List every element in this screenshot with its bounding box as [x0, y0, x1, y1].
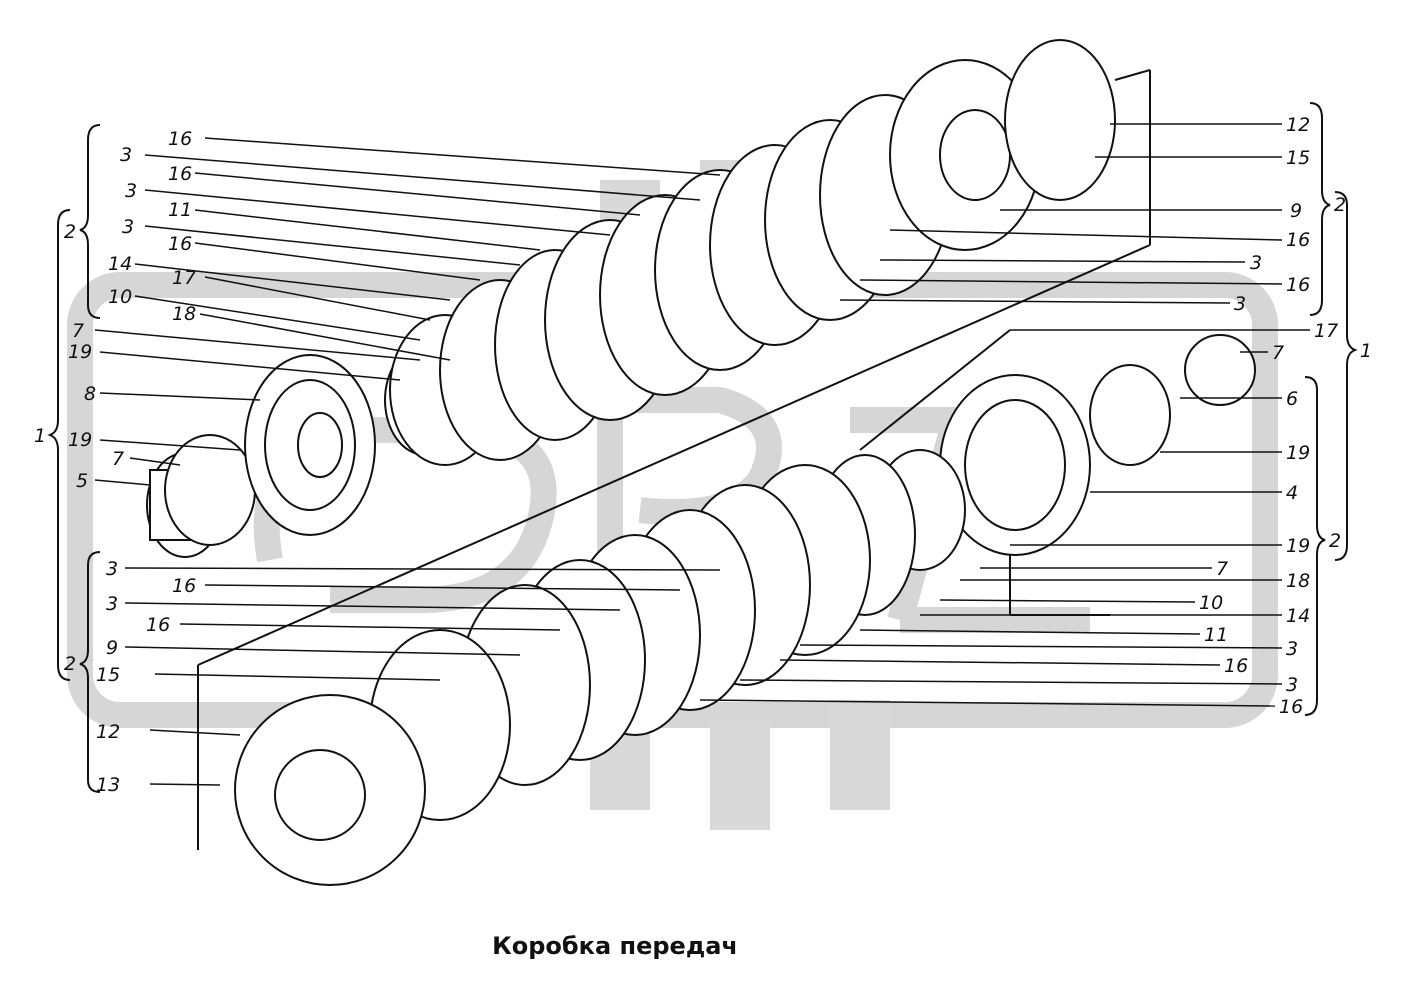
callout-label: 16: [146, 614, 170, 636]
callout-label: 5: [76, 470, 88, 492]
callout-label: 19: [68, 341, 92, 363]
callout-label: 7: [1216, 558, 1228, 580]
callout-label: 16: [1279, 696, 1303, 718]
callout-label: 14: [1286, 605, 1310, 627]
callout-label: 19: [68, 429, 92, 451]
callout-label: 3: [1286, 638, 1298, 660]
lower-shaft-assembly: [234, 334, 1256, 886]
group-label: 2: [1334, 194, 1346, 216]
callout-label: 10: [108, 286, 132, 308]
callout-label: 3: [106, 593, 118, 615]
group-label: 1: [34, 425, 46, 447]
group-label: 2: [1329, 530, 1341, 552]
callout-label: 16: [1286, 229, 1310, 251]
callout-label: 13: [96, 774, 120, 796]
callout-label: 19: [1286, 442, 1310, 464]
group-label: 1: [1360, 340, 1372, 362]
callout-label: 9: [106, 637, 118, 659]
callout-label: 12: [96, 721, 120, 743]
callout-label: 7: [1272, 342, 1284, 364]
callout-label: 15: [96, 664, 120, 686]
callout-label: 3: [106, 558, 118, 580]
callout-label: 10: [1199, 592, 1223, 614]
callout-label: 14: [108, 253, 132, 275]
callout-label: 3: [120, 144, 132, 166]
callout-label: 15: [1286, 147, 1310, 169]
callout-label: 16: [168, 128, 192, 150]
callout-label: 12: [1286, 114, 1310, 136]
callout-label: 3: [1250, 252, 1262, 274]
callout-label: 17: [1314, 320, 1338, 342]
figure-caption: Коробка передач: [492, 932, 738, 960]
callout-label: 11: [168, 199, 192, 221]
brackets-left: [47, 124, 101, 793]
callout-label: 18: [1286, 570, 1310, 592]
callout-label: 16: [1224, 655, 1248, 677]
callout-label: 19: [1286, 535, 1310, 557]
callout-label: 18: [172, 303, 196, 325]
group-label: 2: [64, 653, 76, 675]
callout-label: 3: [1234, 293, 1246, 315]
callout-label: 8: [84, 383, 96, 405]
callout-label: 11: [1204, 624, 1228, 646]
callout-label: 7: [112, 448, 124, 470]
brackets-right: [1304, 102, 1358, 716]
callout-label: 3: [122, 216, 134, 238]
callouts-right: 12 15 9 16 3 16 3 17 7 6 19 4 19 7 18 10…: [1199, 114, 1372, 718]
leader-lines-right: [699, 123, 1310, 707]
callout-label: 4: [1286, 482, 1298, 504]
callouts-left: 16 3 16 3 11 3 16 14 17 10 18 7 19 8 19 …: [34, 128, 196, 796]
callout-label: 9: [1290, 200, 1302, 222]
callout-label: 16: [168, 233, 192, 255]
callout-label: 16: [172, 575, 196, 597]
callout-label: 3: [1286, 674, 1298, 696]
callout-label: 16: [1286, 274, 1310, 296]
callout-label: 7: [72, 320, 84, 342]
callout-label: 3: [125, 180, 137, 202]
callout-label: 17: [172, 267, 196, 289]
callout-label: 6: [1286, 388, 1298, 410]
upper-shaft-assembly: [146, 39, 1116, 558]
leader-lines-left: [94, 137, 721, 786]
callout-label: 16: [168, 163, 192, 185]
group-label: 2: [64, 221, 76, 243]
